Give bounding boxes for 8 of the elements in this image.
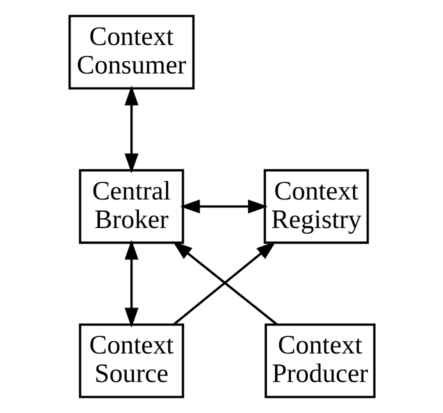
node-box: Central Broker	[78, 169, 184, 244]
arrow	[180, 200, 268, 214]
node-box: Context Registry	[263, 169, 368, 244]
arrow	[124, 240, 138, 328]
arrow	[124, 86, 138, 174]
node-box: Context Producer	[264, 323, 376, 398]
node-box: Context Source	[78, 323, 184, 398]
node-box: Context Consumer	[68, 14, 194, 90]
